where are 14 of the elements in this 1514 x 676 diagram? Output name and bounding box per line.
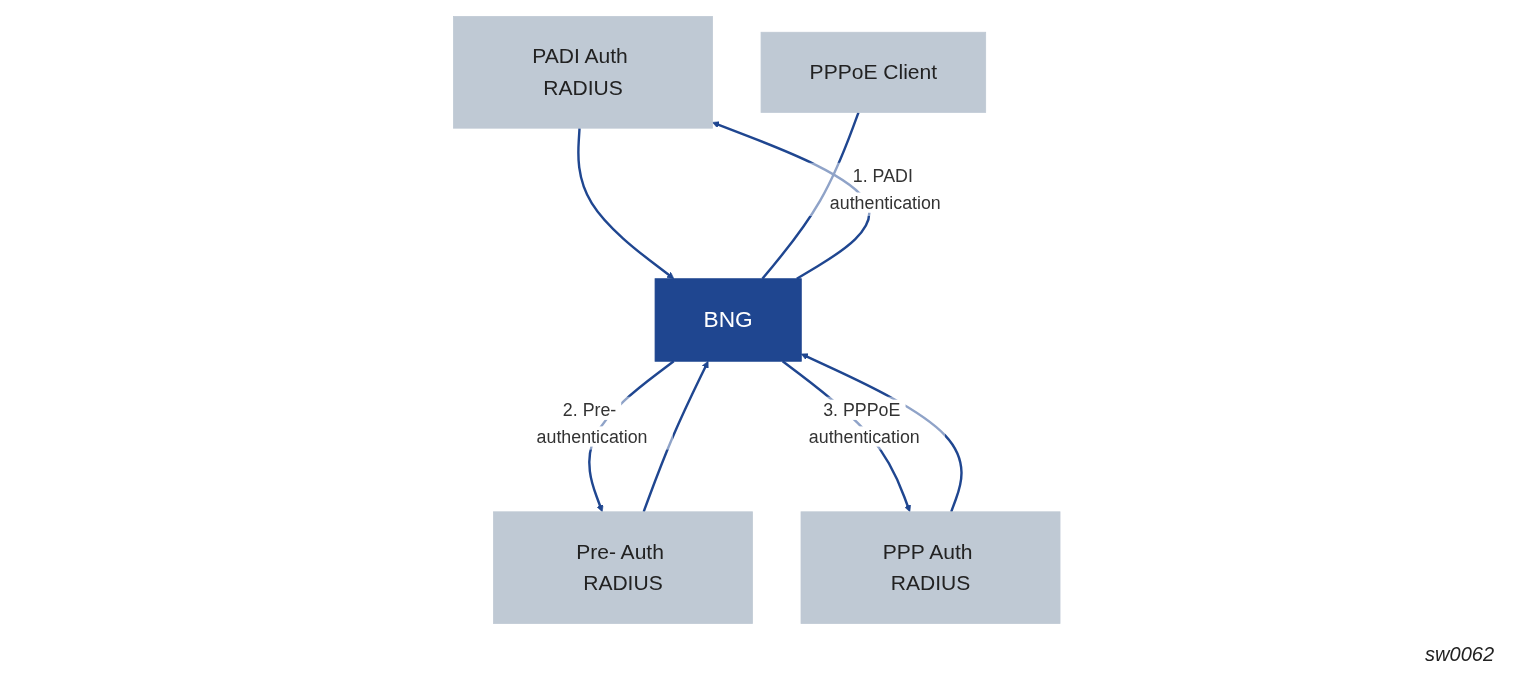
figure-id: sw0062 [1425, 643, 1494, 666]
arrow [712, 121, 871, 280]
arrow [577, 128, 675, 280]
node-box: BNG [654, 278, 802, 362]
connector [761, 111, 860, 280]
arrow [642, 360, 709, 513]
edge-label: 1. PADI authentication [830, 165, 941, 213]
arrow [801, 353, 963, 513]
node-box: PPP Auth RADIUS [800, 511, 1061, 624]
edge-label: 2. Pre- authentication [536, 399, 648, 447]
node-box: PADI Auth RADIUS [453, 16, 714, 129]
node-box: PPPoE Client [760, 31, 987, 113]
node-box: Pre- Auth RADIUS [493, 511, 754, 624]
edge-label: 3. PPPoE authentication [809, 399, 920, 447]
